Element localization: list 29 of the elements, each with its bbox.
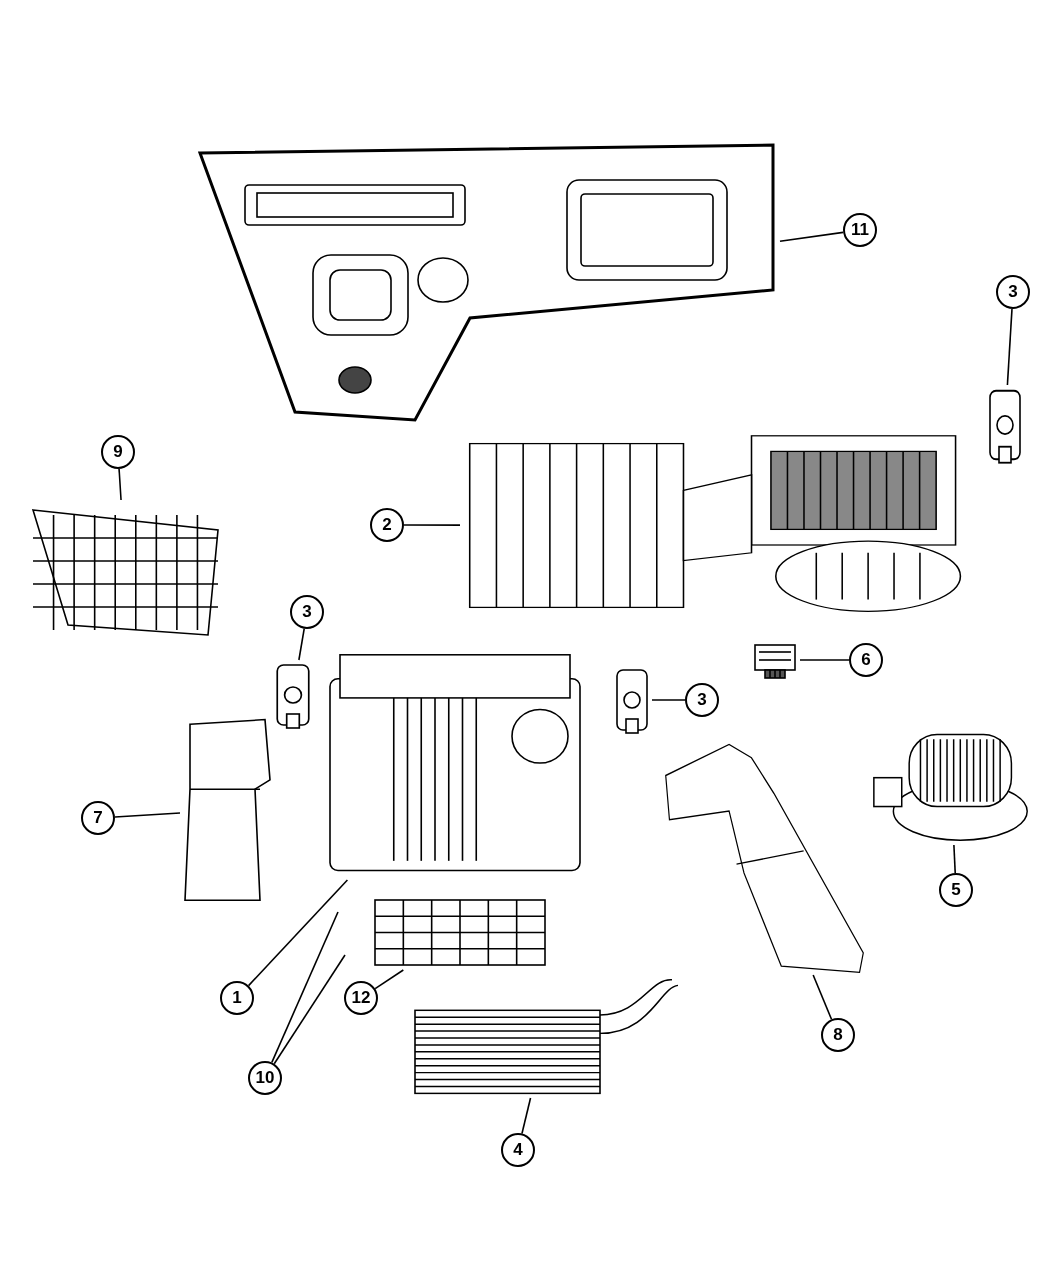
leader-line xyxy=(1006,308,1013,386)
callout-number: 3 xyxy=(996,275,1030,309)
callout-number: 3 xyxy=(290,595,324,629)
leader-line xyxy=(118,468,122,501)
callout-number: 1 xyxy=(220,981,254,1015)
callout-number: 5 xyxy=(939,873,973,907)
leader-line xyxy=(298,627,305,661)
leader-line xyxy=(114,812,181,818)
callout-number: 6 xyxy=(849,643,883,677)
leader-line xyxy=(799,659,850,661)
callout-number: 9 xyxy=(101,435,135,469)
leader-line xyxy=(521,1097,532,1135)
callout-number: 7 xyxy=(81,801,115,835)
leader-line xyxy=(403,524,461,526)
callout-number: 8 xyxy=(821,1018,855,1052)
callout-number: 11 xyxy=(843,213,877,247)
callout-number: 10 xyxy=(248,1061,282,1095)
leader-line xyxy=(779,231,844,243)
callout-number: 12 xyxy=(344,981,378,1015)
leader-line xyxy=(247,879,349,987)
leader-line xyxy=(953,844,956,874)
leader-line xyxy=(271,911,339,1064)
leader-line xyxy=(273,954,346,1065)
callout-number: 2 xyxy=(370,508,404,542)
callout-number: 4 xyxy=(501,1133,535,1167)
leader-line xyxy=(812,974,833,1021)
callout-number: 3 xyxy=(685,683,719,717)
leader-line xyxy=(374,969,405,990)
leader-line xyxy=(651,699,686,701)
